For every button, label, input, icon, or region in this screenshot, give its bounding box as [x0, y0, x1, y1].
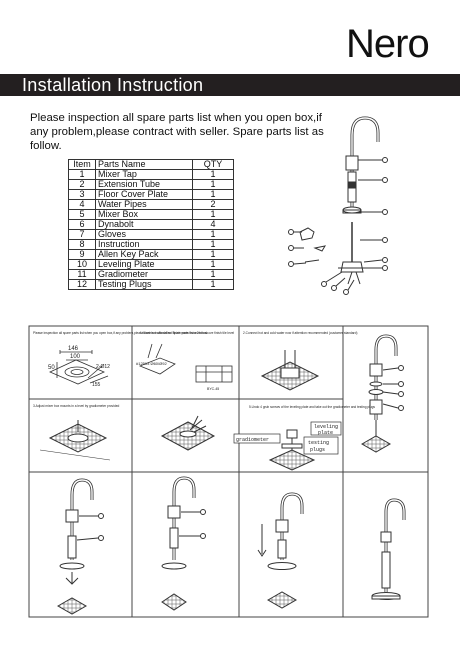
dim-146: 146	[68, 346, 79, 352]
tap-exploded-diagram	[288, 116, 388, 295]
step4-diagram	[39, 420, 111, 461]
label-plugs: plugs	[310, 447, 325, 453]
brand-logo: Nero	[346, 22, 430, 66]
intro-text: Please inspection all spare parts list w…	[30, 112, 324, 152]
step7-diagram	[360, 334, 404, 453]
label-testing: testing	[308, 440, 329, 446]
step1-diagram	[49, 350, 109, 385]
step10-diagram	[257, 492, 304, 609]
label-gradiometer: gradiometer	[236, 437, 269, 443]
step6-diagram	[233, 421, 342, 471]
step5-diagram	[160, 415, 216, 451]
steps-grid	[28, 325, 429, 618]
step1-caption: Please inspection all spare parts list w…	[33, 331, 208, 335]
step3-diagram	[260, 350, 320, 391]
dim-100: 100	[70, 354, 81, 360]
step9-diagram	[161, 476, 206, 611]
step2-caption: 1.Mixer box should not finish more from …	[140, 331, 234, 335]
dim-155: 155	[92, 382, 101, 388]
cell-qty: 1	[192, 279, 234, 290]
step2-diagram	[138, 343, 233, 383]
step5-caption: 5.Undo 4 grub screws of the leveling pla…	[249, 405, 375, 409]
step8-diagram	[56, 478, 104, 615]
step3-caption: 2.Connect hot and cold water now if atte…	[243, 331, 357, 335]
spec-label-2: BYC-45	[207, 387, 219, 391]
label-leveling: leveling	[314, 424, 338, 430]
title-banner: Installation Instruction	[0, 74, 460, 96]
dim-50: 50	[48, 365, 55, 371]
step11-diagram	[371, 498, 406, 600]
spec-label: #12513 Ø60/Ø92	[136, 361, 167, 366]
page-title: Installation Instruction	[22, 75, 204, 95]
label-plate: plate	[318, 430, 333, 436]
dim-2-d12: 2-Ø12	[96, 364, 110, 370]
step4-caption: 3.Adjust mixer box mounts in a level by …	[33, 404, 120, 408]
